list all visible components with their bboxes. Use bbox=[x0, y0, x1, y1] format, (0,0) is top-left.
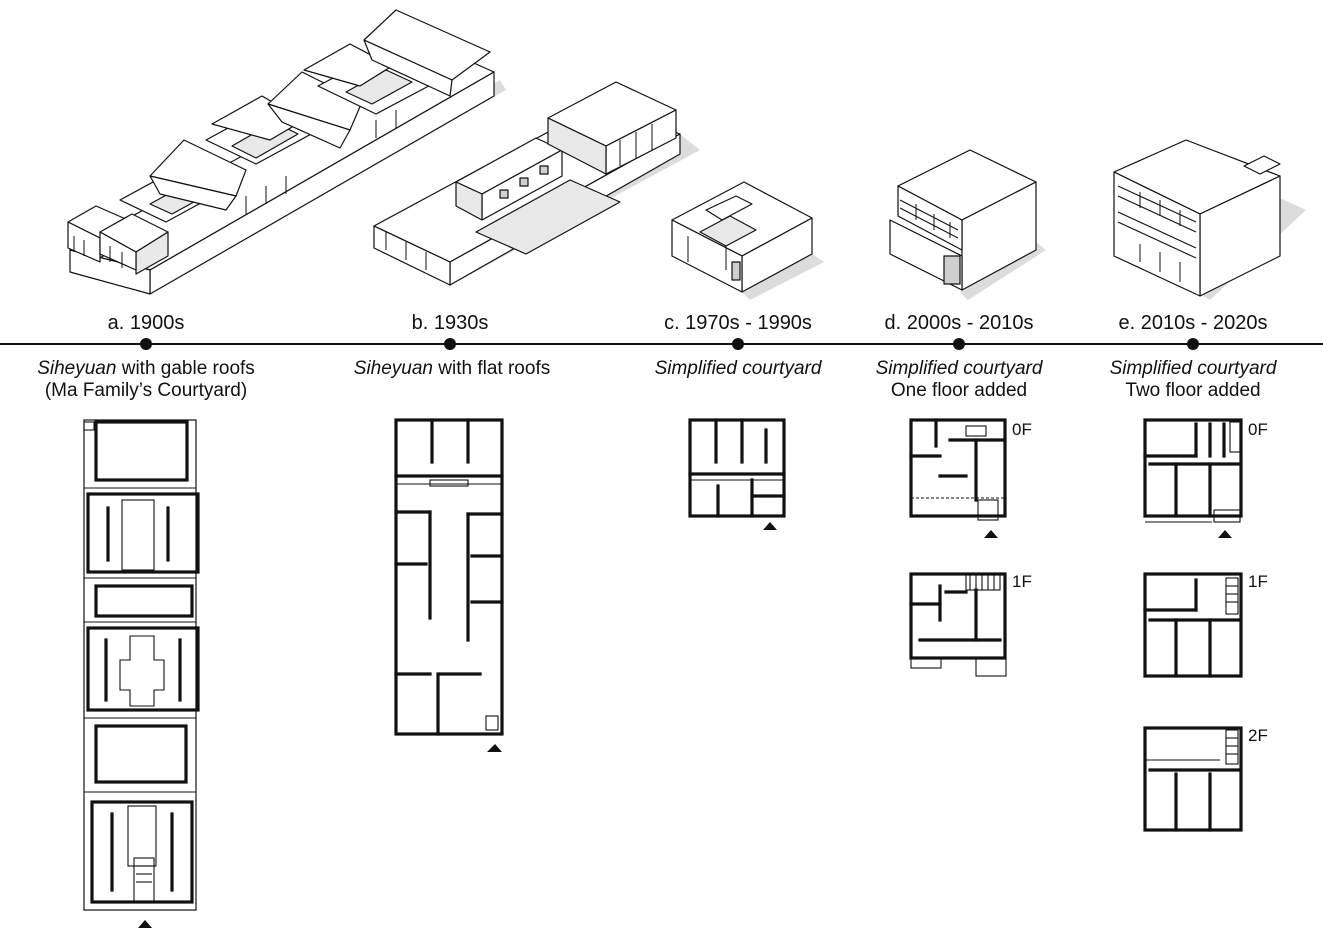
description-e-italic: Simplified courtyard bbox=[1109, 358, 1277, 379]
isometric-siheyuan-gable bbox=[67, 9, 506, 295]
isometric-siheyuan-flat bbox=[373, 81, 700, 286]
timeline-marker-c bbox=[732, 338, 744, 350]
period-label-d: d. 2000s - 2010s bbox=[884, 312, 1034, 334]
timeline-marker-a bbox=[140, 338, 152, 350]
period-label-a: a. 1900s bbox=[107, 312, 185, 334]
description-b-italic: Siheyuan bbox=[353, 358, 434, 379]
isometric-simplified-courtyard bbox=[671, 181, 824, 300]
description-a-subtitle: (Ma Family’s Courtyard) bbox=[44, 380, 248, 401]
plan-b-siheyuan-flat bbox=[394, 418, 504, 752]
description-e: Simplified courtyard Two floor added bbox=[1110, 358, 1277, 402]
timeline-marker-e bbox=[1187, 338, 1199, 350]
period-label-c: c. 1970s - 1990s bbox=[664, 312, 812, 334]
plan-e-2F bbox=[1143, 726, 1243, 832]
plan-e-0F bbox=[1143, 418, 1243, 538]
isometric-one-floor-added bbox=[889, 149, 1046, 300]
description-b-rest: with flat roofs bbox=[433, 358, 551, 379]
description-a-rest: with gable roofs bbox=[116, 358, 255, 379]
floor-label-e-0F: 0F bbox=[1248, 420, 1268, 439]
timeline-marker-b bbox=[444, 338, 456, 350]
plan-d-1F bbox=[909, 572, 1007, 677]
plan-e-1F bbox=[1143, 572, 1243, 678]
floor-label-e-2F: 2F bbox=[1248, 726, 1268, 745]
description-d-subtitle: One floor added bbox=[890, 380, 1028, 401]
description-e-subtitle: Two floor added bbox=[1125, 380, 1261, 401]
description-d: Simplified courtyard One floor added bbox=[876, 358, 1043, 402]
period-label-b: b. 1930s bbox=[411, 312, 489, 334]
floor-label-e-1F: 1F bbox=[1248, 572, 1268, 591]
floor-label-d-0F: 0F bbox=[1012, 420, 1032, 439]
description-c: Simplified courtyard bbox=[655, 358, 822, 380]
plan-a-siheyuan-gable bbox=[83, 419, 200, 928]
timeline-marker-d bbox=[953, 338, 965, 350]
description-a-italic: Siheyuan bbox=[37, 358, 117, 379]
description-a: Siheyuan with gable roofs (Ma Family’s C… bbox=[37, 358, 255, 402]
plan-d-0F bbox=[909, 418, 1007, 538]
description-c-italic: Simplified courtyard bbox=[654, 358, 822, 379]
floor-label-d-1F: 1F bbox=[1012, 572, 1032, 591]
isometric-two-floors-added bbox=[1113, 139, 1306, 300]
plan-c-simplified bbox=[688, 418, 786, 530]
description-b: Siheyuan with flat roofs bbox=[354, 358, 550, 380]
description-d-italic: Simplified courtyard bbox=[875, 358, 1043, 379]
period-label-e: e. 2010s - 2020s bbox=[1118, 312, 1268, 334]
